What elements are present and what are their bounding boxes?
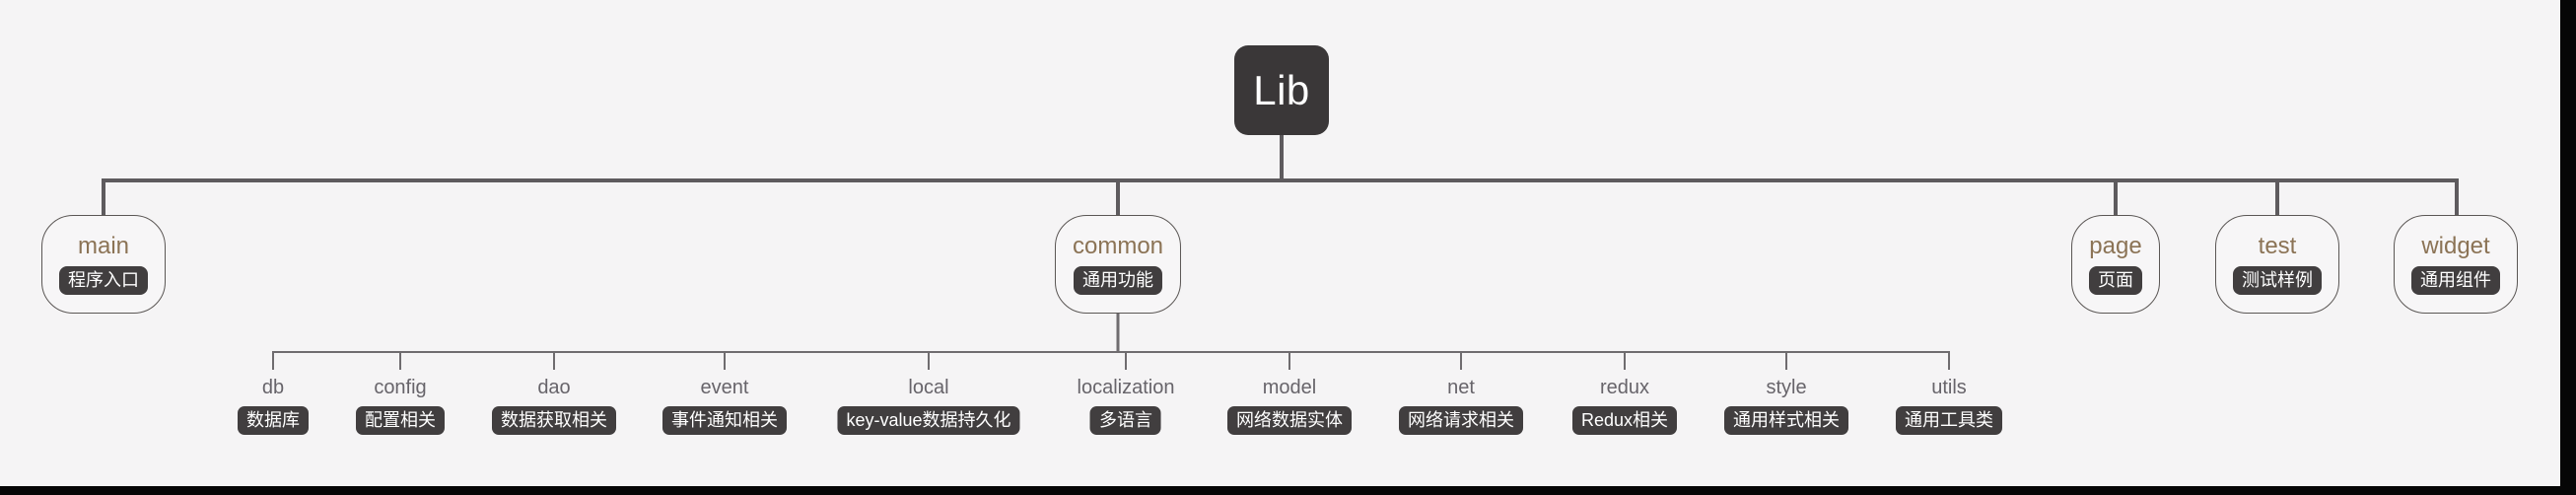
child-localization-title: localization (1077, 377, 1175, 398)
node-common-badge: 通用功能 (1074, 266, 1162, 295)
connector-tick-event (724, 351, 726, 370)
connector-common-stub (1116, 314, 1120, 352)
child-redux: redux Redux相关 (1571, 376, 1678, 435)
right-edge-bar (2560, 0, 2576, 495)
connector-stub-widget (2455, 180, 2459, 216)
node-test: test 测试样例 (2215, 215, 2339, 314)
child-localization: localization 多语言 (1077, 376, 1175, 435)
connector-tick-redux (1624, 351, 1626, 370)
connector-tick-local (928, 351, 930, 370)
connector-tick-net (1460, 351, 1462, 370)
child-model: model 网络数据实体 (1227, 376, 1352, 435)
connector-tick-style (1785, 351, 1787, 370)
connector-tick-localization (1125, 351, 1127, 370)
child-style-title: style (1766, 377, 1807, 398)
child-local-title: local (908, 377, 949, 398)
child-utils-badge: 通用工具类 (1896, 406, 2002, 435)
connector-stub-page (2114, 180, 2118, 216)
node-main: main 程序入口 (41, 215, 166, 314)
connector-level2-hline (273, 351, 1950, 353)
child-model-badge: 网络数据实体 (1227, 406, 1352, 435)
child-redux-title: redux (1599, 377, 1650, 398)
node-test-title: test (2258, 233, 2297, 259)
connector-root-stub (1280, 135, 1284, 180)
connector-stub-main (102, 180, 105, 216)
node-widget-badge: 通用组件 (2411, 266, 2500, 295)
child-config: config 配置相关 (356, 376, 445, 435)
child-net: net 网络请求相关 (1399, 376, 1523, 435)
child-model-title: model (1262, 377, 1317, 398)
connector-tick-db (272, 351, 274, 370)
bottom-edge-bar (0, 486, 2576, 495)
child-dao: dao 数据获取相关 (492, 376, 616, 435)
child-style-badge: 通用样式相关 (1724, 406, 1848, 435)
connector-tick-dao (553, 351, 555, 370)
node-main-badge: 程序入口 (59, 266, 148, 295)
connector-level1-hline (102, 178, 2459, 182)
node-widget: widget 通用组件 (2394, 215, 2518, 314)
connector-tick-utils (1948, 351, 1950, 370)
child-dao-title: dao (537, 377, 571, 398)
node-common: common 通用功能 (1054, 215, 1182, 314)
root-label: Lib (1253, 66, 1310, 113)
child-net-badge: 网络请求相关 (1399, 406, 1523, 435)
child-event: event 事件通知相关 (662, 376, 787, 435)
connector-stub-test (2275, 180, 2279, 216)
connector-stub-common (1116, 180, 1120, 216)
connector-tick-config (399, 351, 401, 370)
child-net-title: net (1447, 377, 1475, 398)
child-config-title: config (374, 377, 427, 398)
child-db-title: db (261, 377, 285, 398)
node-main-title: main (77, 233, 130, 259)
child-redux-badge: Redux相关 (1571, 406, 1678, 435)
child-local-badge: key-value数据持久化 (837, 406, 1020, 435)
connector-tick-model (1288, 351, 1290, 370)
child-event-badge: 事件通知相关 (662, 406, 787, 435)
node-page-badge: 页面 (2089, 266, 2142, 295)
child-utils: utils 通用工具类 (1896, 376, 2002, 435)
node-page-title: page (2089, 233, 2142, 259)
child-event-title: event (700, 377, 749, 398)
child-db: db 数据库 (238, 376, 309, 435)
node-page: page 页面 (2071, 215, 2160, 314)
node-root-lib: Lib (1234, 45, 1329, 135)
child-dao-badge: 数据获取相关 (492, 406, 616, 435)
child-db-badge: 数据库 (238, 406, 309, 435)
child-style: style 通用样式相关 (1724, 376, 1848, 435)
node-common-title: common (1072, 233, 1164, 259)
child-utils-title: utils (1931, 377, 1967, 398)
node-test-badge: 测试样例 (2233, 266, 2322, 295)
child-config-badge: 配置相关 (356, 406, 445, 435)
node-widget-title: widget (2421, 233, 2490, 259)
child-localization-badge: 多语言 (1089, 406, 1161, 435)
child-local: local key-value数据持久化 (837, 376, 1020, 435)
